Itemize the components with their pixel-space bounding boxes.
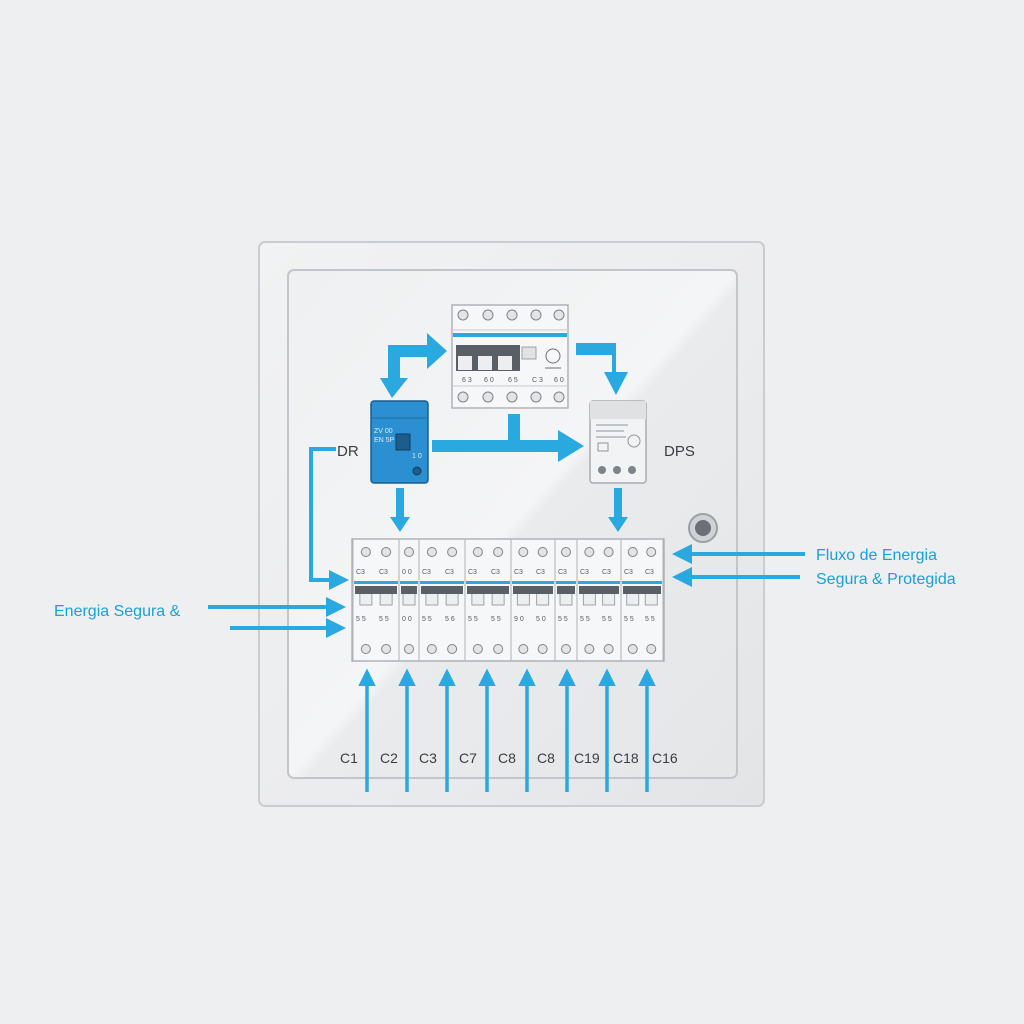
main-breaker-rating: 6 0 [484,377,494,384]
circuit-breaker[interactable]: C3 5 5 [554,538,578,662]
lock-icon[interactable] [688,513,718,543]
breaker-top-label: C3 [445,569,454,576]
breaker-bottom-label: 9 0 [514,616,524,623]
breaker-top-label: C3 [536,569,545,576]
main-breaker-rating: C 3 [532,377,543,384]
circuit-breaker[interactable]: C3 C3 5 5 5 5 [352,538,400,662]
circuit-label: C7 [459,750,477,766]
circuit-labels: C1 C2 C3 C7 C8 C8 C19 C18 C16 [340,750,678,766]
breaker-bottom-label: 5 0 [536,616,546,623]
main-breaker-rating: 6 5 [508,377,518,384]
breaker-top-label: C3 [624,569,633,576]
breaker-top-label: 0 0 [402,569,412,576]
left-caption: Energia Segura & [54,603,181,620]
breaker-top-label: C3 [491,569,500,576]
dr-device-text: ZV 00 [374,428,393,435]
dr-device-text: 1 0 [412,453,422,460]
breaker-top-label: C3 [602,569,611,576]
circuit-label: C2 [380,750,398,766]
flow-line-left [309,447,349,590]
breaker-bottom-label: 5 5 [379,616,389,623]
breaker-top-label: C3 [580,569,589,576]
right-caption-line2: Segura & Protegida [816,571,956,588]
breaker-bottom-label: 5 5 [580,616,590,623]
incoming-arrows-left [208,597,346,638]
dr-device-text: EN 5P [374,437,395,444]
circuit-label: C8 [537,750,555,766]
circuit-label: C18 [613,750,639,766]
breaker-bottom-label: 0 0 [402,616,412,623]
breaker-bottom-label: 5 5 [356,616,366,623]
circuit-label: C3 [419,750,437,766]
breaker-top-label: C3 [558,569,567,576]
dr-device: ZV 00 EN 5P 1 0 [370,400,429,484]
main-breaker-rating: 6 0 [554,377,564,384]
breaker-top-label: C3 [514,569,523,576]
main-breaker: 6 3 6 0 6 5 C 3 6 0 [451,304,569,409]
circuit-arrows [358,668,656,792]
breaker-bottom-label: 5 5 [558,616,568,623]
circuit-label: C16 [652,750,678,766]
circuit-breaker[interactable]: C3 C3 5 5 5 6 [418,538,466,662]
breaker-bottom-label: 5 5 [422,616,432,623]
breaker-top-label: C3 [356,569,365,576]
circuit-label: C8 [498,750,516,766]
circuit-label: C1 [340,750,358,766]
circuit-breaker[interactable]: C3 C3 5 5 5 5 [464,538,512,662]
breaker-bottom-label: 5 5 [645,616,655,623]
dr-label: DR [337,443,359,460]
incoming-arrows-right [672,544,805,587]
main-breaker-rating: 6 3 [462,377,472,384]
breaker-bottom-label: 5 5 [468,616,478,623]
right-caption-line1: Fluxo de Energia [816,547,937,564]
breaker-top-label: C3 [422,569,431,576]
breaker-bottom-label: 5 5 [624,616,634,623]
circuit-label: C19 [574,750,600,766]
circuit-breaker[interactable]: C3 C3 9 0 5 0 [510,538,556,662]
breaker-bottom-label: 5 5 [491,616,501,623]
flow-arrows-top [380,333,628,532]
breaker-bottom-label: 5 6 [445,616,455,623]
breaker-top-label: C3 [379,569,388,576]
breaker-bottom-label: 5 5 [602,616,612,623]
breaker-top-label: C3 [468,569,477,576]
breaker-top-label: C3 [645,569,654,576]
circuit-breaker[interactable]: C3 C3 5 5 5 5 [620,538,664,662]
dps-device [589,400,647,484]
dps-label: DPS [664,443,695,460]
